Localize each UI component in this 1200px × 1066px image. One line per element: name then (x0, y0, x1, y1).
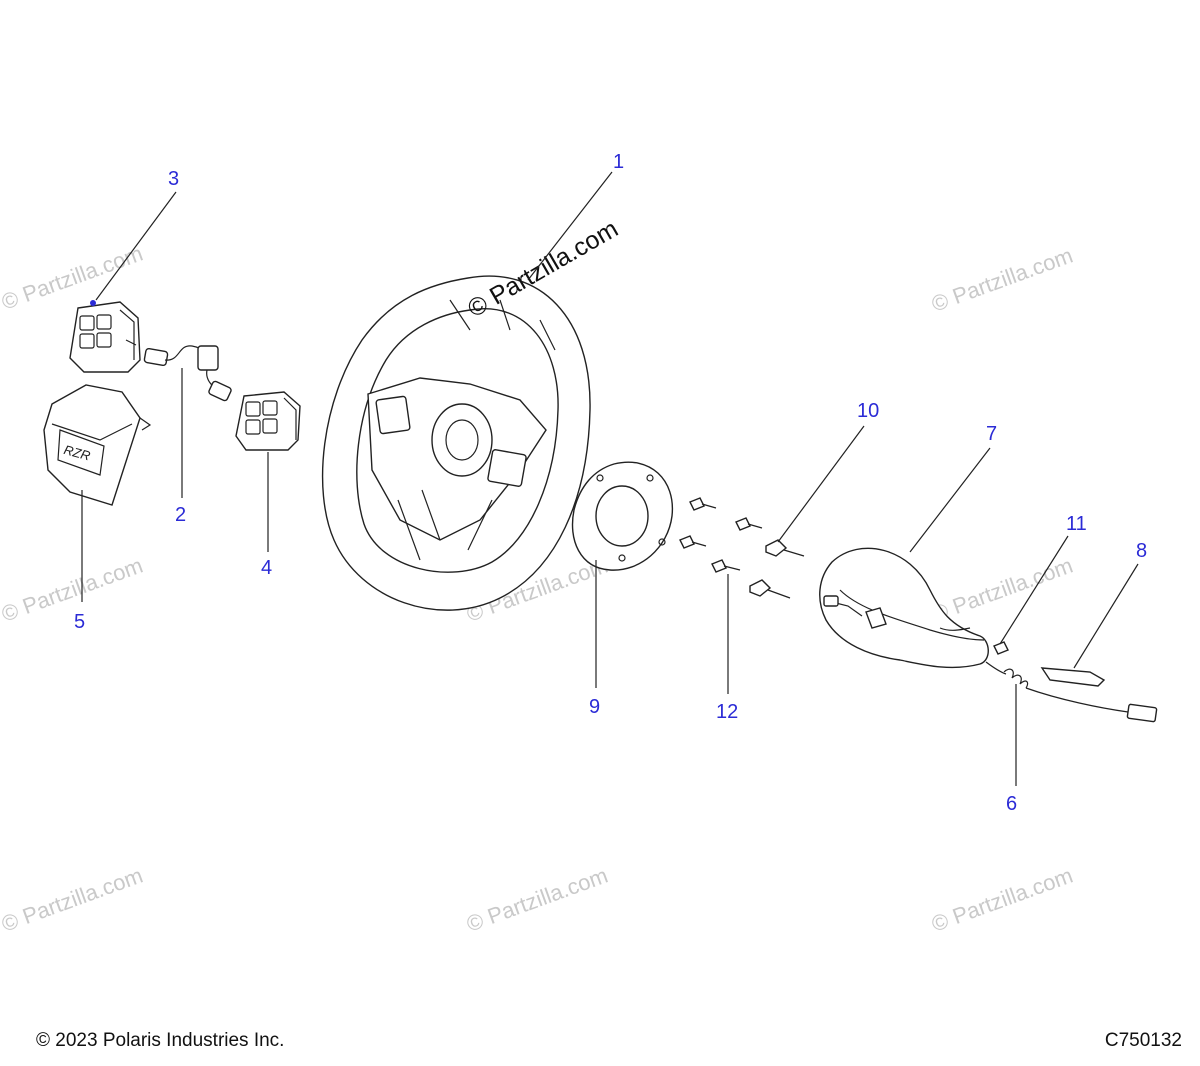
part-3-switch-module-left (69, 300, 141, 373)
callout-11: 11 (1066, 513, 1087, 535)
part-6-coil-cable (985, 661, 1158, 723)
leader-lines (81, 171, 1139, 786)
callout-6: 6 (1006, 793, 1017, 815)
callout-2: 2 (175, 504, 186, 526)
copyright-notice: © 2023 Polaris Industries Inc. (36, 1030, 285, 1051)
watermark-3: © Partzilla.com (0, 553, 146, 627)
part-4-switch-module-right (235, 391, 301, 451)
part-2-wiring-harness (143, 345, 232, 402)
callout-4: 4 (261, 557, 272, 579)
diagram-code: C750132 (1104, 1030, 1182, 1051)
watermark-1: © Partzilla.com (0, 241, 146, 315)
callout-7: 7 (986, 423, 997, 445)
callout-5: 5 (74, 611, 85, 633)
watermark-7: © Partzilla.com (463, 863, 611, 937)
part-11-pin (993, 641, 1009, 655)
callout-12: 12 (716, 701, 738, 723)
callout-8: 8 (1136, 540, 1147, 562)
watermark-5: © Partzilla.com (928, 553, 1076, 627)
part-9-hub-ring (571, 461, 674, 571)
callout-9: 9 (589, 696, 600, 718)
svg-text:RZR: RZR (62, 442, 92, 463)
watermark-6: © Partzilla.com (0, 863, 146, 937)
watermark-8: © Partzilla.com (928, 863, 1076, 937)
part-10-bolts (749, 539, 805, 599)
callout-3: 3 (168, 168, 179, 190)
part-1-steering-wheel (321, 275, 591, 611)
part-7-housing (819, 547, 989, 669)
callout-10: 10 (857, 400, 879, 422)
callouts: 1 2 3 4 5 6 7 8 9 10 11 12 (74, 151, 1147, 815)
part-5-wheel-cover: RZR (43, 384, 152, 506)
callout-1: 1 (613, 151, 624, 173)
part-12-screws (679, 497, 763, 573)
part-8-bracket (1040, 667, 1106, 687)
watermark-2: © Partzilla.com (928, 243, 1076, 317)
